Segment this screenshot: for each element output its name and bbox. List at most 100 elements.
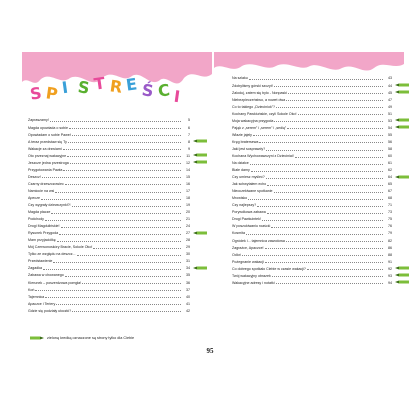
toc-entry-page: 64 xyxy=(388,175,392,180)
toc-entry-title: Co to takiego „Dzieciniok”? xyxy=(232,104,275,109)
toc-leader-dots xyxy=(261,219,383,221)
toc-entry-title: Wakacyjne adresy i notatki xyxy=(232,280,275,285)
green-pencil-icon xyxy=(395,83,409,87)
toc-entry-title: Magda płacze xyxy=(28,210,51,215)
toc-entry-page: 45 xyxy=(388,90,392,95)
toc-entry-title: Białe damy xyxy=(232,168,250,173)
toc-leader-dots xyxy=(273,86,383,88)
toc-entry-page: 17 xyxy=(186,188,190,193)
toc-entry-page: 40 xyxy=(186,294,190,299)
toc-leader-dots xyxy=(297,114,383,116)
toc-entry-page: 68 xyxy=(388,196,392,201)
toc-entry: Co to takiego „Dzieciniok”?49 xyxy=(232,102,392,109)
toc-entry: Kochana Wychowawczyni z Dzieciniai!60 xyxy=(232,152,392,159)
toc-entry-page: 41 xyxy=(186,301,190,306)
toc-leader-dots xyxy=(287,128,383,130)
toc-entry-page: 93 xyxy=(388,273,392,278)
green-pencil-icon xyxy=(30,336,44,340)
toc-leader-dots xyxy=(249,163,383,165)
toc-leader-dots xyxy=(265,177,383,179)
toc-entry-title: Drogi Magdulińskie! xyxy=(28,224,60,229)
toc-leader-dots xyxy=(259,142,383,144)
heading-letter: I xyxy=(172,86,182,107)
toc-entry: Apaczce i Teriery 41 xyxy=(28,299,190,306)
toc-entry-title: Czy najlepszy? xyxy=(232,203,257,208)
toc-entry-page: 11 xyxy=(186,153,190,158)
toc-leader-dots xyxy=(41,177,181,179)
toc-entry-page: 19 xyxy=(186,203,190,208)
toc-entry: Wakacyjne adresy i notatki 94 xyxy=(232,278,409,285)
toc-leader-dots xyxy=(248,79,383,81)
green-pencil-icon xyxy=(395,266,409,270)
toc-entry: Pająk z „serem” i „serem” i „sedią”54 xyxy=(232,123,409,130)
toc-entry: Gdzie się podziały ułoczki?42 xyxy=(28,306,190,313)
toc-entry-page: 31 xyxy=(186,259,190,264)
toc-entry-page: 16 xyxy=(186,181,190,186)
toc-entry-title: Apaczce i Teriery xyxy=(28,301,56,306)
toc-leader-dots xyxy=(44,219,181,221)
toc-entry-page: 65 xyxy=(388,182,392,187)
toc-entry-title: Co dobrego spotkało Ciebie w czasie waka… xyxy=(232,266,306,271)
toc-entry-page: 58 xyxy=(388,146,392,151)
toc-leader-dots xyxy=(241,255,383,257)
toc-entry-title: Zdobyliśmy górski szczyt! xyxy=(232,83,273,88)
green-pencil-icon xyxy=(193,231,207,235)
toc-leader-dots xyxy=(275,107,383,109)
toc-entry-title: Tylko ze względu na deszcz... xyxy=(28,252,76,257)
toc-leader-dots xyxy=(287,93,383,95)
toc-entry-title: Rysunek Przygoda xyxy=(28,231,59,236)
toc-entry: Drogi Magdulińskie!24 xyxy=(28,222,190,229)
toc-entry-title: Mam przyjaciółkę xyxy=(28,238,56,243)
toc-entry: Mój Czerwonoskóry Bracie, Sokole Oko!29 xyxy=(28,243,190,250)
toc-leader-dots xyxy=(64,276,181,278)
toc-entry-title: Mrowisko xyxy=(232,196,248,201)
toc-leader-dots xyxy=(93,247,181,249)
toc-entry-title: Kręg bratersewa xyxy=(232,139,259,144)
toc-entry-title: Porywdkowa zabawa xyxy=(232,210,266,215)
toc-entry-title: Jaki jest sosprawdy? xyxy=(232,146,266,151)
green-pencil-icon xyxy=(193,160,207,164)
toc-entry-page: 27 xyxy=(186,231,190,236)
toc-entry-title: Kochana Wychowawczyni z Dzieciniai! xyxy=(232,153,294,158)
toc-entry-page: 47 xyxy=(388,97,392,102)
toc-entry-title: Zagadka xyxy=(28,266,42,271)
green-pencil-icon xyxy=(395,125,409,129)
heading-letter: E xyxy=(124,74,139,95)
toc-leader-dots xyxy=(51,212,181,214)
toc-leader-dots xyxy=(267,184,383,186)
toc-entry-page: 82 xyxy=(388,238,392,243)
toc-entry-page: 94 xyxy=(388,280,392,285)
heading-letter: S xyxy=(76,77,91,99)
toc-entry-title: Włazie jajeły xyxy=(232,132,252,137)
toc-entry-page: 53 xyxy=(388,118,392,123)
toc-entry-title: Niebezpieczeństwo, a nowet dwa xyxy=(232,97,286,102)
toc-leader-dots xyxy=(56,240,181,242)
toc-entry-title: Mój Czerwonoskóry Bracie, Sokole Oko! xyxy=(28,245,93,250)
toc-entry-title: Czy wygrały dziewczynki?! xyxy=(28,203,71,208)
toc-entry-page: 91 xyxy=(388,259,392,264)
toc-entry-page: 67 xyxy=(388,189,392,194)
toc-leader-dots xyxy=(252,135,383,137)
toc-entry-title: Deszcz! xyxy=(28,174,41,179)
toc-entry-page: 88 xyxy=(388,252,392,257)
toc-entry-page: 73 xyxy=(388,210,392,215)
toc-leader-dots xyxy=(43,269,181,271)
toc-leader-dots xyxy=(266,149,383,151)
toc-entry-page: 6 xyxy=(188,125,190,130)
toc-leader-dots xyxy=(59,233,181,235)
toc-entry-page: 34 xyxy=(186,266,190,271)
toc-leader-dots xyxy=(41,198,181,200)
